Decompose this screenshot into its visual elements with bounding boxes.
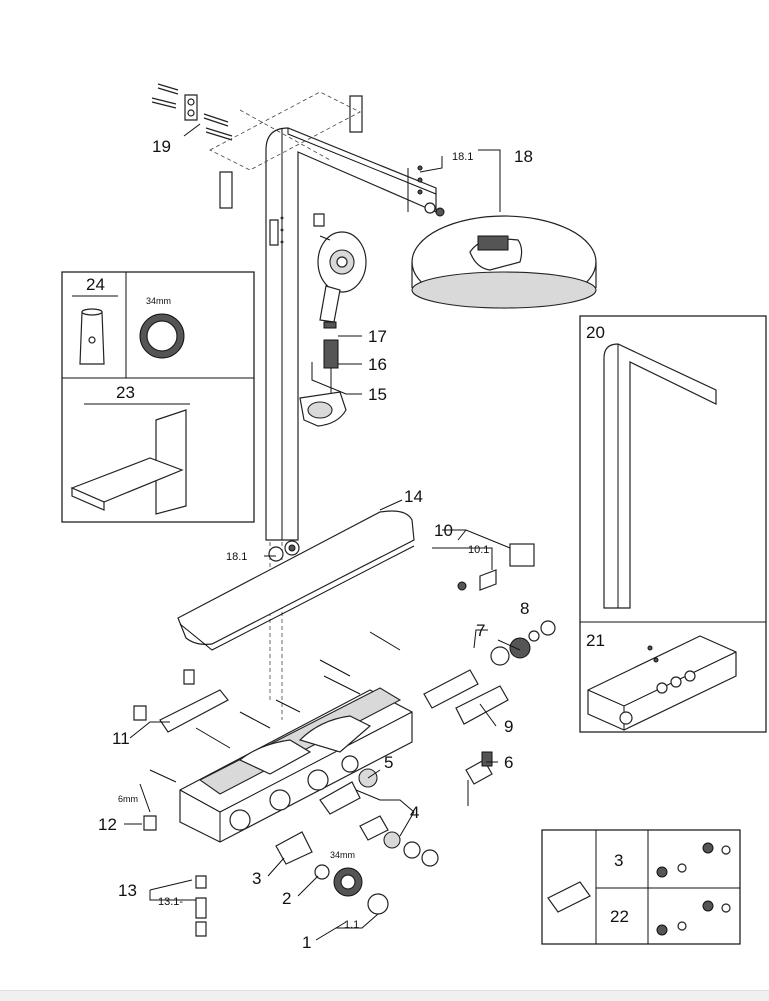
callout-16: 16 xyxy=(368,355,387,374)
callout-2: 2 xyxy=(282,889,291,908)
callout-5: 5 xyxy=(384,753,393,772)
callout-14: 14 xyxy=(404,487,423,506)
callout-12-size: 6mm xyxy=(118,794,138,804)
callout-1: 1 xyxy=(302,933,311,952)
inset-label-3: 3 xyxy=(614,851,623,870)
inset-label-20: 20 xyxy=(586,323,605,342)
callout-15: 15 xyxy=(368,385,387,404)
callout-18-1-top: 18.1 xyxy=(452,151,473,163)
callout-2-size: 34mm xyxy=(330,850,355,860)
inset-label-21: 21 xyxy=(586,631,605,650)
callout-13-1: 13.1- xyxy=(158,896,183,908)
inset-ring-size: 34mm xyxy=(146,296,171,306)
callout-18: 18 xyxy=(514,147,533,166)
inset-box-3-22 xyxy=(541,829,741,945)
thermostat-body xyxy=(179,687,413,843)
callout-6: 6 xyxy=(504,753,513,772)
callout-10: 10 xyxy=(434,521,453,540)
callout-11: 11 xyxy=(112,729,130,748)
wall-bracket-set xyxy=(151,83,363,209)
inset-label-23: 23 xyxy=(116,383,135,402)
hand-shower-holder xyxy=(299,391,347,427)
leader-lines xyxy=(124,123,521,941)
callout-8: 8 xyxy=(520,599,529,618)
callout-3: 3 xyxy=(252,869,261,888)
head-shower xyxy=(407,165,597,309)
callout-1-1: 1.1 xyxy=(344,919,359,931)
callout-12: 12 xyxy=(98,815,117,834)
mounting-screws xyxy=(133,631,401,749)
valve-cartridges xyxy=(423,543,556,806)
callout-19: 19 xyxy=(152,137,171,156)
hand-shower xyxy=(313,213,367,329)
callout-4: 4 xyxy=(410,803,419,822)
callout-7: 7 xyxy=(476,621,485,640)
callout-18-1-bottom: 18.1 xyxy=(226,551,247,563)
callout-17: 17 xyxy=(368,327,387,346)
shelf-tray xyxy=(177,510,415,651)
callout-9: 9 xyxy=(504,717,513,736)
callout-13: 13 xyxy=(118,881,137,900)
inset-label-24: 24 xyxy=(86,275,105,294)
shower-riser-pipe xyxy=(265,127,437,720)
callout-10-1: 10.1 xyxy=(468,544,489,556)
viewer-bottom-bar xyxy=(0,990,769,1001)
shower-hose-connector xyxy=(323,339,339,396)
inset-box-20-21 xyxy=(579,315,767,733)
inset-label-22: 22 xyxy=(610,907,629,926)
bottom-connectors xyxy=(139,768,439,937)
inset-box-24-23 xyxy=(61,271,255,523)
